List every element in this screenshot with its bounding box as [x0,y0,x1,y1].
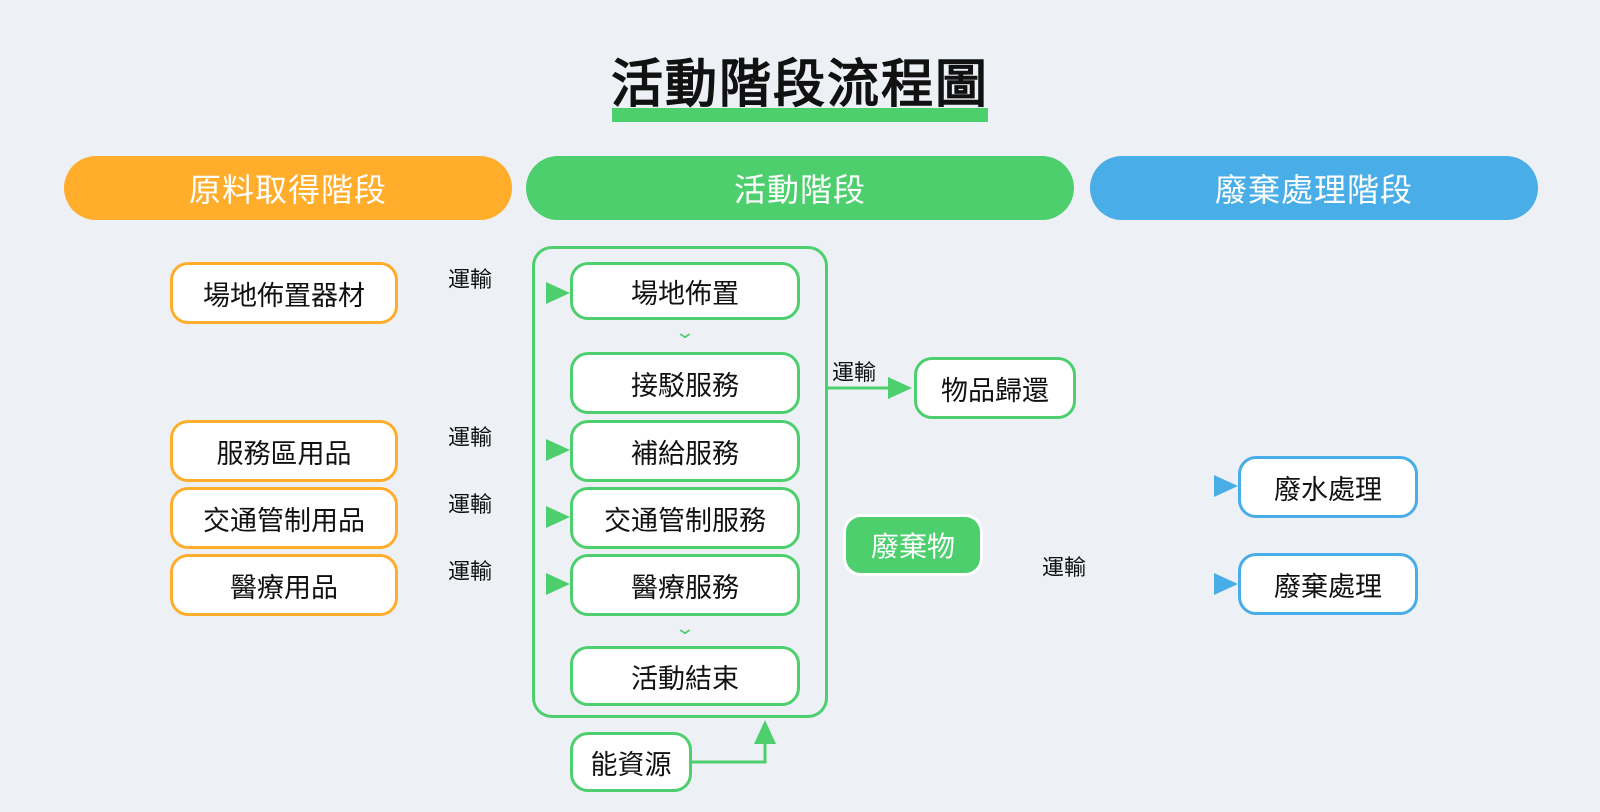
material-node[interactable]: 場地佈置器材 [170,262,398,324]
energy-node[interactable]: 能資源 [570,732,692,792]
activity-node[interactable]: 交通管制服務 [570,487,800,549]
arrowhead [546,282,570,304]
phase-disposal: 廢棄處理階段 [1090,156,1538,220]
arrowhead [546,439,570,461]
activity-node[interactable]: 補給服務 [570,420,800,482]
edge-label-transport: 運輸 [448,493,493,518]
arrowhead [546,506,570,528]
phase-raw-material: 原料取得階段 [64,156,512,220]
edge-label-transport: 運輸 [448,426,493,451]
arrowhead [888,377,912,399]
disposal-node-wastewater[interactable]: 廢水處理 [1238,456,1418,518]
page-title: 活動階段流程圖 [610,55,989,115]
arrowhead [546,573,570,595]
material-node[interactable]: 醫療用品 [170,554,398,616]
edge-label-transport: 運輸 [448,560,493,585]
phase-activity: 活動階段 [526,156,1074,220]
material-node[interactable]: 交通管制用品 [170,487,398,549]
edge-label-transport: 運輸 [448,268,493,293]
disposal-node-waste[interactable]: 廢棄處理 [1238,553,1418,615]
material-node[interactable]: 服務區用品 [170,420,398,482]
activity-node[interactable]: 場地佈置 [570,262,800,320]
edge-energy [692,738,767,764]
title-underline [612,108,988,122]
waste-badge: 廢棄物 [843,514,983,576]
arrowhead [754,720,776,744]
arrowhead [1214,573,1238,595]
chevron-down-icon: ⌄ [674,322,696,343]
return-node[interactable]: 物品歸還 [914,357,1076,419]
activity-node[interactable]: 接駁服務 [570,352,800,414]
arrowhead [1214,475,1238,497]
activity-node[interactable]: 醫療服務 [570,554,800,616]
edge-label-transport: 運輸 [1042,556,1087,581]
chevron-down-icon: ⌄ [674,618,696,639]
activity-node[interactable]: 活動結束 [570,646,800,706]
activity-group [532,246,828,718]
edge-label-transport: 運輸 [832,361,877,386]
